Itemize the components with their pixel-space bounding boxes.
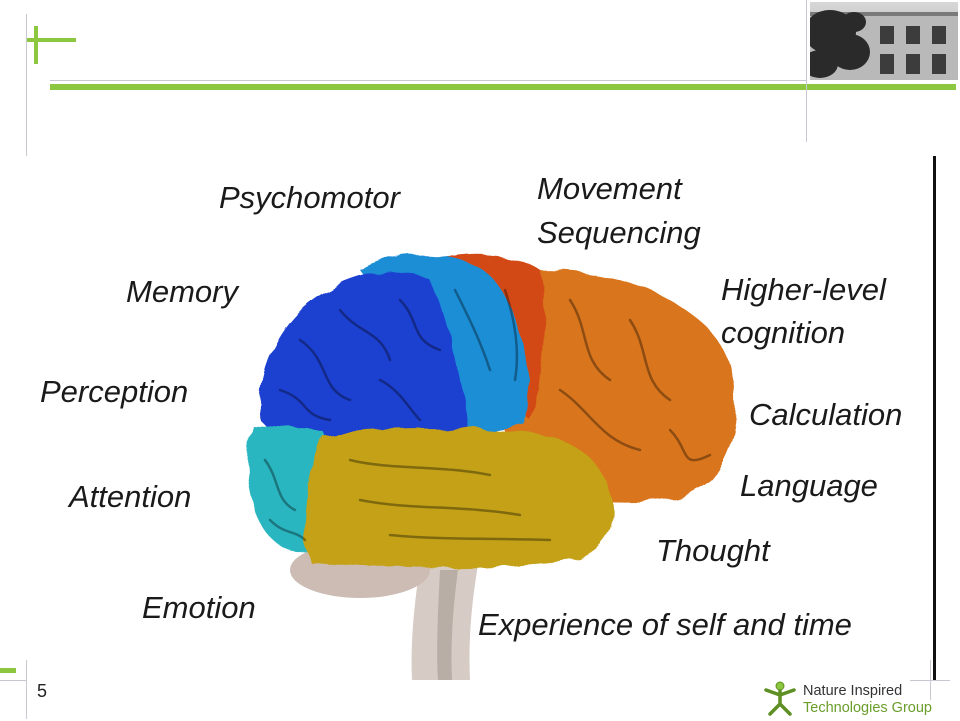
brainstem-shadow: [437, 570, 458, 680]
label-sequencing: Sequencing: [537, 215, 701, 250]
label-language: Language: [740, 468, 878, 503]
right-vertical-rule: [933, 156, 936, 680]
brain-illustration: [247, 254, 737, 680]
temporal-lobe: [304, 427, 614, 568]
brain-folds: [263, 288, 712, 542]
label-calculation: Calculation: [749, 397, 903, 432]
label-memory: Memory: [126, 274, 238, 309]
logo-text: Nature Inspired Technologies Group: [803, 683, 932, 717]
label-experience: Experience of self and time: [478, 607, 852, 642]
footer-right-cross-h: [910, 680, 950, 681]
top-left-green-horizontal: [26, 38, 76, 42]
label-thought: Thought: [656, 533, 770, 568]
page-number: 5: [37, 681, 48, 701]
top-left-green-vertical: [34, 26, 38, 64]
logo-line-1: Nature Inspired: [803, 683, 903, 699]
logo-line-2: Technologies Group: [803, 700, 932, 716]
stick-figure-star-icon: [760, 680, 800, 716]
label-emotion: Emotion: [142, 590, 256, 625]
label-movement: Movement: [537, 171, 682, 206]
label-cognition: cognition: [721, 315, 846, 350]
left-guide-line: [26, 14, 27, 156]
header-guide-line: [50, 80, 806, 81]
footer-guide-line: [0, 680, 26, 681]
footer-left-guide: [26, 660, 27, 719]
label-psychomotor: Psychomotor: [219, 180, 400, 215]
footer-green-mark: [0, 668, 16, 673]
label-higher-level: Higher-level: [721, 272, 886, 307]
label-perception: Perception: [40, 374, 189, 409]
label-attention: Attention: [69, 479, 192, 514]
header-green-rule: [50, 84, 956, 90]
header-photo-guide-line: [806, 0, 807, 142]
occipital-region: [259, 271, 470, 445]
building-photo: [810, 2, 958, 80]
